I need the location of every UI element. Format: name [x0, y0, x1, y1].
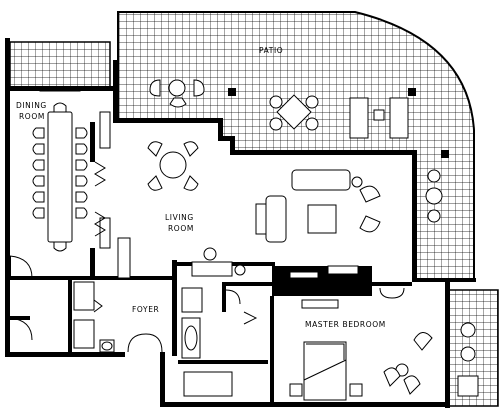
room-label-patio: PATIO [259, 46, 283, 55]
living-console [117, 237, 131, 279]
dining-label-line-2: ROOM [19, 112, 45, 121]
bedroom-sliding-door[interactable] [379, 287, 405, 299]
bedroom-chairs[interactable] [383, 332, 433, 395]
patio-planter-2 [408, 88, 416, 96]
sideboard-lower [99, 217, 111, 249]
patio-planter-3 [441, 150, 449, 158]
dining-label-line: DINING [16, 101, 47, 110]
master-bath-fixtures [181, 287, 258, 397]
foyer-entry-door[interactable] [127, 333, 163, 353]
powder-room [99, 339, 115, 353]
master-bed[interactable] [289, 341, 363, 401]
sideboard [99, 111, 111, 149]
room-label-living: LIVING ROOM [165, 213, 197, 233]
patio-side-table-set[interactable] [425, 169, 443, 223]
living-sofa-set[interactable] [255, 169, 381, 243]
dining-table-set[interactable] [32, 102, 88, 252]
dining-door[interactable] [9, 255, 33, 341]
living-sink-unit [191, 247, 246, 277]
patio-terrace [117, 11, 475, 281]
bedroom-dresser [276, 265, 372, 286]
patio-round-table-set[interactable] [149, 79, 205, 108]
dining-bifold-doors[interactable] [94, 161, 106, 237]
patio-planter [228, 88, 236, 96]
room-label-dining: DINING ROOM [16, 101, 50, 121]
bedroom-desk [301, 299, 339, 309]
foyer-closet [73, 281, 103, 349]
patio-lounge-chairs[interactable] [349, 97, 409, 139]
living-label-line-2: ROOM [168, 224, 194, 233]
dining-window [39, 87, 81, 92]
living-round-table-set[interactable] [147, 141, 199, 191]
living-label-line: LIVING [165, 213, 194, 222]
room-label-foyer: FOYER [132, 305, 159, 314]
patio-square-table-set[interactable] [269, 94, 319, 131]
balcony-table-set[interactable] [457, 322, 479, 397]
dining-balcony [9, 41, 111, 89]
room-label-master-bedroom: MASTER BEDROOM [305, 320, 386, 329]
